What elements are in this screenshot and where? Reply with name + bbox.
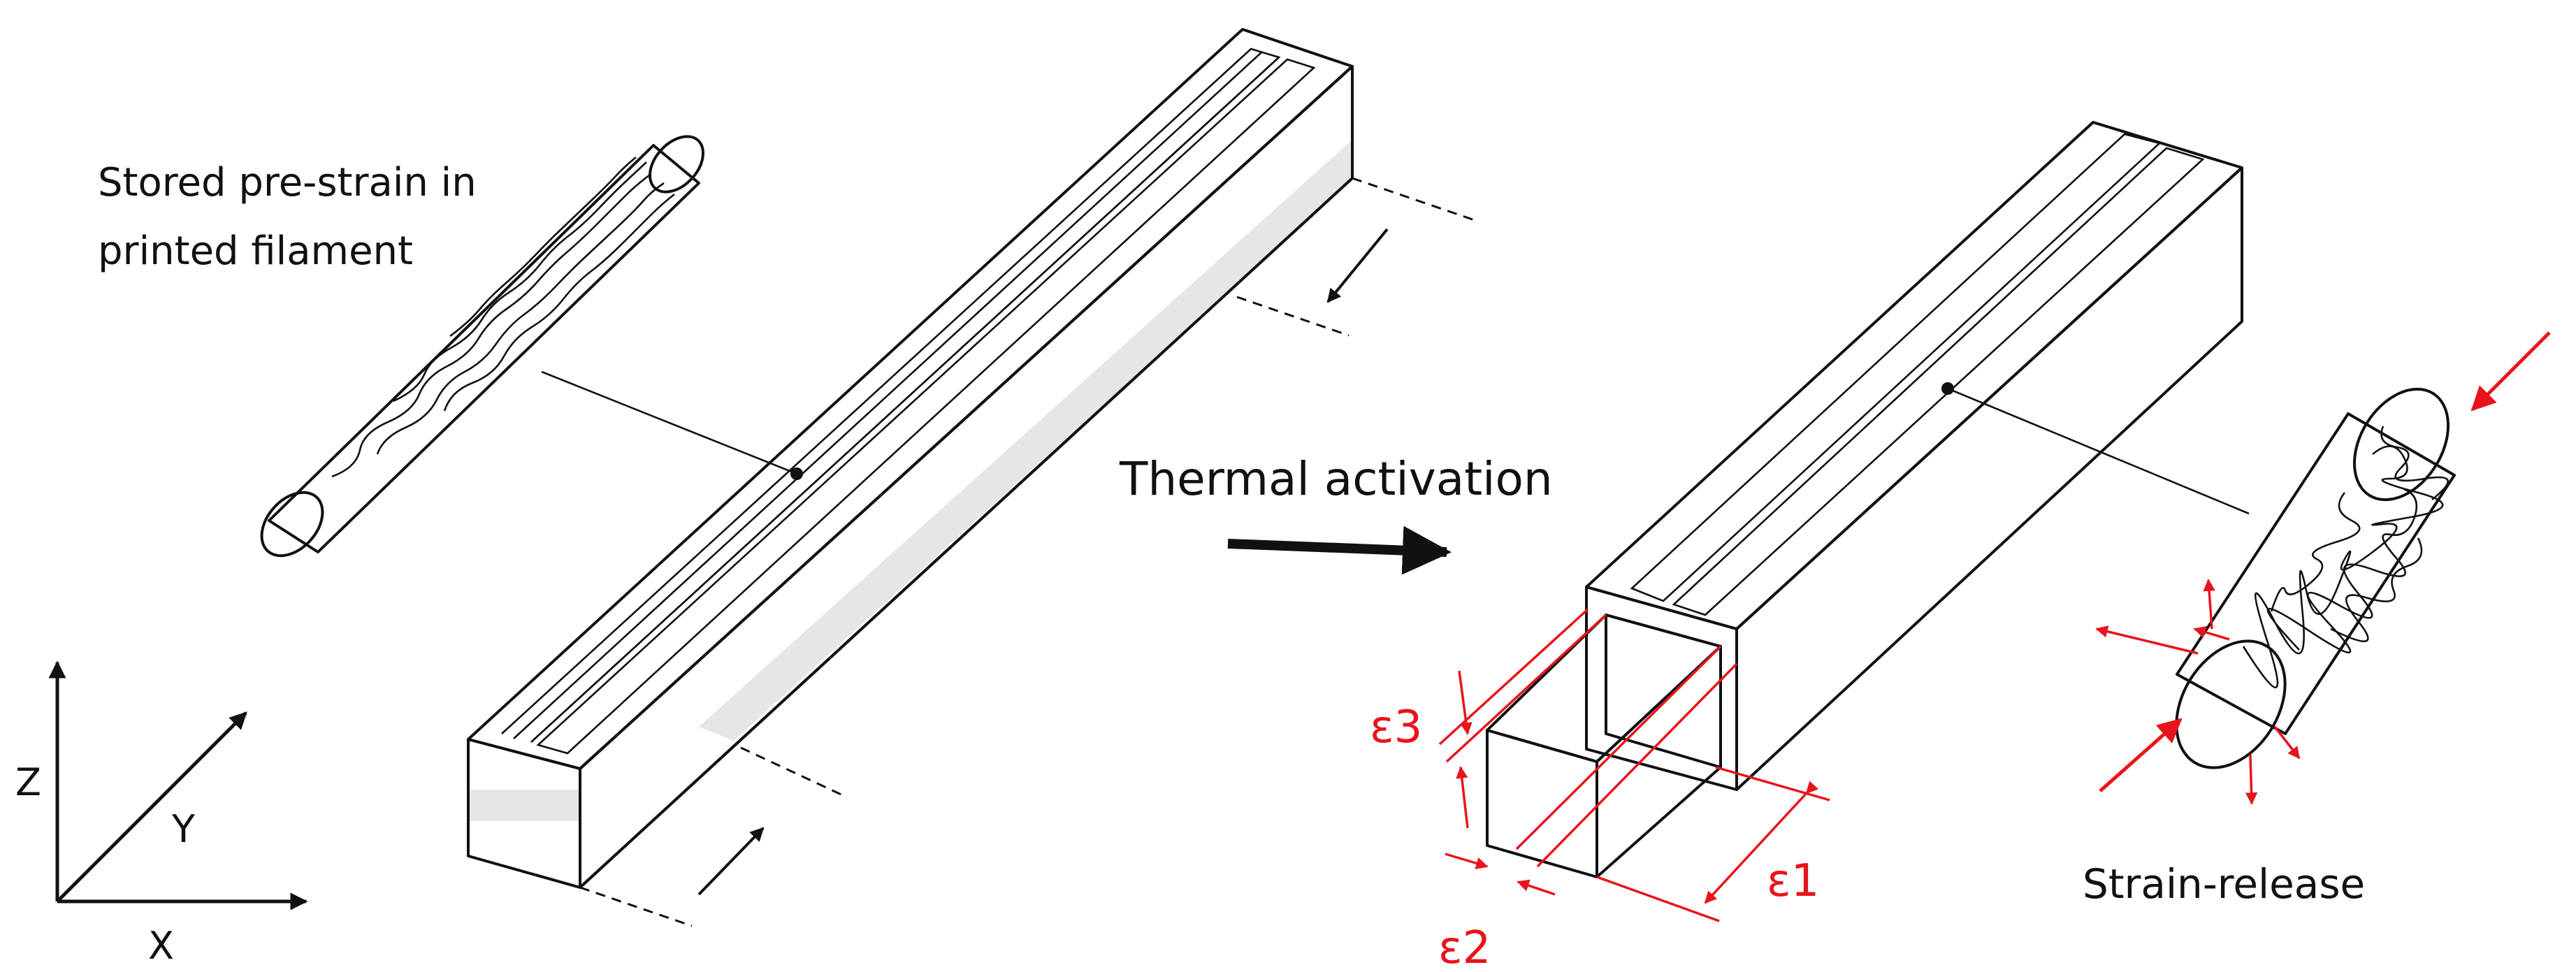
strain-e2-label: ε2 [1438,922,1491,972]
released-filament [2175,387,2456,769]
activation-arrow [1227,525,1452,575]
coordinate-axes: Z Y X [15,660,308,968]
axis-x-label: X [148,924,174,968]
strain-release-label: Strain-release [2083,860,2365,908]
prestrain-label-line1: Stored pre-strain in [98,160,477,205]
activated-beam [1585,121,2250,791]
release-arrows [2095,331,2551,805]
prestrain-label-line2: printed filament [98,229,413,274]
printed-beam [467,28,1475,927]
thermal-activation-label: Thermal activation [1119,452,1553,506]
strain-e1-label: ε1 [1767,855,1819,907]
axis-z-label: Z [15,760,41,804]
prestrained-filament [260,135,705,558]
leader-line-left [541,370,797,475]
original-cross-section [1486,614,1722,878]
strain-dimensions [1438,608,1830,922]
strain-e3-label: ε3 [1370,702,1422,753]
axis-y-label: Y [171,807,196,851]
